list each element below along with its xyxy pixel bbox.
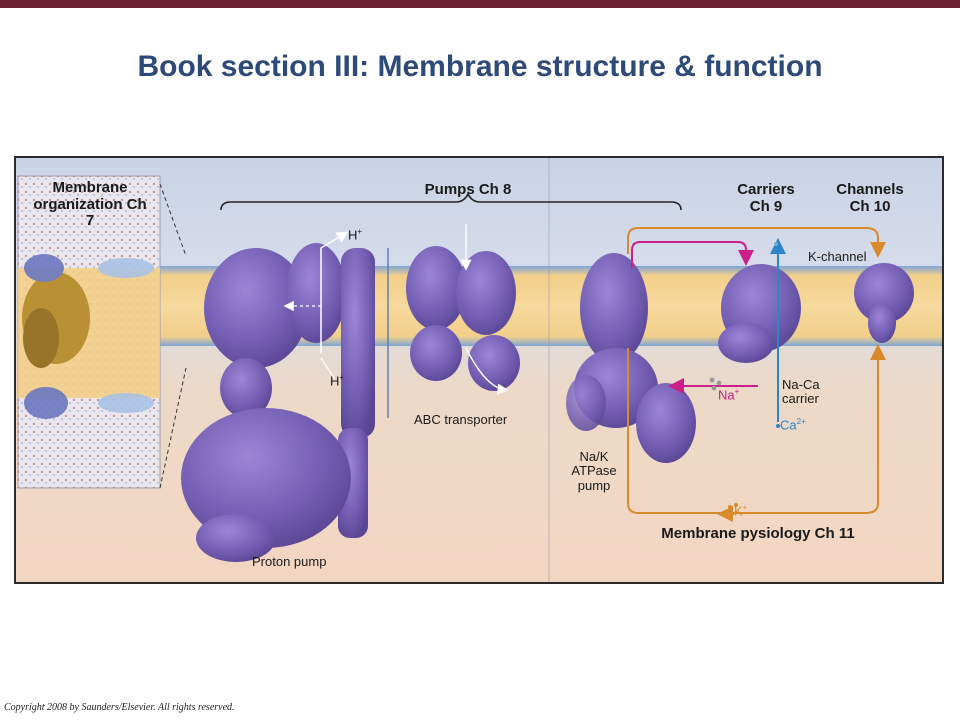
k-channel-protein xyxy=(854,263,914,343)
proton-pump-label: Proton pump xyxy=(252,554,327,569)
na-ca-carrier-protein xyxy=(718,264,801,363)
k-channel-label: K-channel xyxy=(808,249,867,264)
ca-ion-label: Ca2+ xyxy=(780,417,806,433)
pumps-bracket xyxy=(220,192,682,211)
na-k-atpase-protein xyxy=(566,253,696,463)
slide-title: Book section III: Membrane structure & f… xyxy=(137,50,823,83)
channels-label: Channels Ch 10 xyxy=(836,181,904,215)
proton-h-top-label: H+ xyxy=(348,227,363,243)
header-bar xyxy=(0,0,960,8)
na-ca-carrier-label: Na-Ca carrier xyxy=(782,377,820,407)
copyright-notice: Copyright 2008 by Saunders/Elsevier. All… xyxy=(4,702,235,713)
membrane-organization-label: Membrane organization Ch 7 xyxy=(33,179,147,229)
pumps-label: Pumps Ch 8 xyxy=(424,181,512,198)
proton-h-bottom-label: H+ xyxy=(330,373,345,389)
carriers-label: Carriers Ch 9 xyxy=(737,181,795,215)
membrane-illustration xyxy=(16,158,942,582)
na-k-atpase-label: Na/K ATPase pump xyxy=(571,449,617,493)
na-ion-label: Na+ xyxy=(718,387,740,403)
proton-pump-protein xyxy=(181,243,375,562)
abc-transporter-protein xyxy=(406,246,520,391)
k-ion-label: K+ xyxy=(734,503,748,519)
membrane-figure: Membrane organization Ch 7 Pumps Ch 8 Ca… xyxy=(14,156,944,584)
abc-transporter-label: ABC transporter xyxy=(414,412,508,427)
membrane-physiology-label: Membrane pysiology Ch 11 xyxy=(661,525,855,542)
